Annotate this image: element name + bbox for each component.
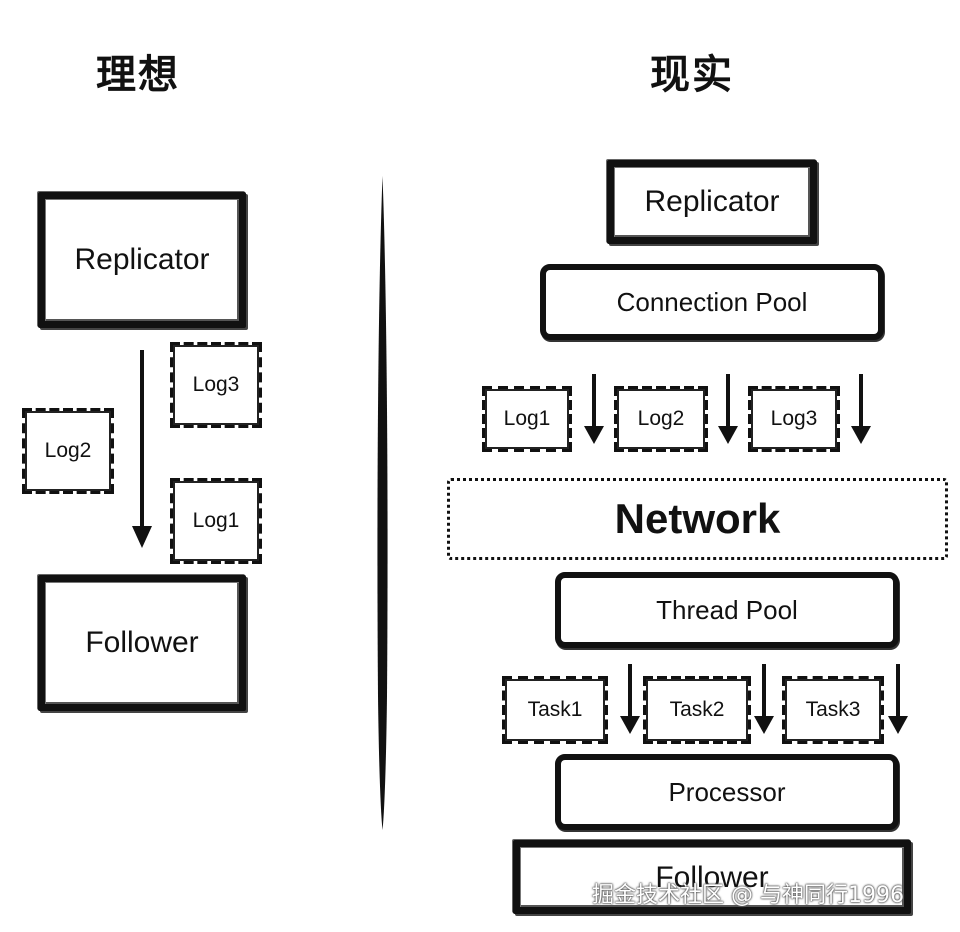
task2-label: Task2 <box>669 698 725 721</box>
log3-down-arrow <box>849 374 873 446</box>
ideal-log2-box: Log2 <box>22 408 114 494</box>
reality-log1-box: Log1 <box>482 386 572 452</box>
reality-replicator-box: Replicator <box>607 160 817 244</box>
reality-log2-label: Log2 <box>637 407 685 430</box>
thread-pool-label: Thread Pool <box>656 594 798 625</box>
task3-down-arrow <box>886 664 910 736</box>
task2-down-arrow <box>752 664 776 736</box>
task1-label: Task1 <box>527 698 583 721</box>
task1-box: Task1 <box>502 676 608 744</box>
reality-follower-label: Follower <box>655 861 769 894</box>
watermark-text: 掘金技术社区 @ 与神同行1996 <box>592 883 904 908</box>
ideal-log1-label: Log1 <box>192 509 240 532</box>
ideal-follower-box: Follower <box>38 575 246 711</box>
log1-down-arrow <box>582 374 606 446</box>
connection-pool-label: Connection Pool <box>616 286 808 317</box>
task3-label: Task3 <box>805 698 861 721</box>
ideal-log1-box: Log1 <box>170 478 262 564</box>
ideal-replicator-label: Replicator <box>74 243 210 276</box>
ideal-replicator-box: Replicator <box>38 192 246 328</box>
task2-box: Task2 <box>643 676 751 744</box>
reality-log2-box: Log2 <box>614 386 708 452</box>
ideal-down-arrow <box>130 350 154 550</box>
ideal-log3-box: Log3 <box>170 342 262 428</box>
network-box: Network <box>447 478 948 560</box>
ideal-log3-label: Log3 <box>192 373 240 396</box>
reality-title: 现实 <box>650 52 734 98</box>
task1-down-arrow <box>618 664 642 736</box>
processor-box: Processor <box>555 754 899 830</box>
reality-replicator-label: Replicator <box>644 185 780 218</box>
ideal-follower-label: Follower <box>85 626 199 659</box>
processor-label: Processor <box>668 776 786 807</box>
reality-log3-label: Log3 <box>770 407 818 430</box>
connection-pool-box: Connection Pool <box>540 264 884 340</box>
ideal-log2-label: Log2 <box>44 439 92 462</box>
ideal-title: 理想 <box>96 52 180 98</box>
divider-stroke <box>377 176 388 830</box>
log2-down-arrow <box>716 374 740 446</box>
thread-pool-box: Thread Pool <box>555 572 899 648</box>
network-label: Network <box>614 495 781 542</box>
task3-box: Task3 <box>782 676 884 744</box>
reality-log1-label: Log1 <box>503 407 551 430</box>
reality-follower-box: Follower <box>513 840 911 914</box>
reality-log3-box: Log3 <box>748 386 840 452</box>
